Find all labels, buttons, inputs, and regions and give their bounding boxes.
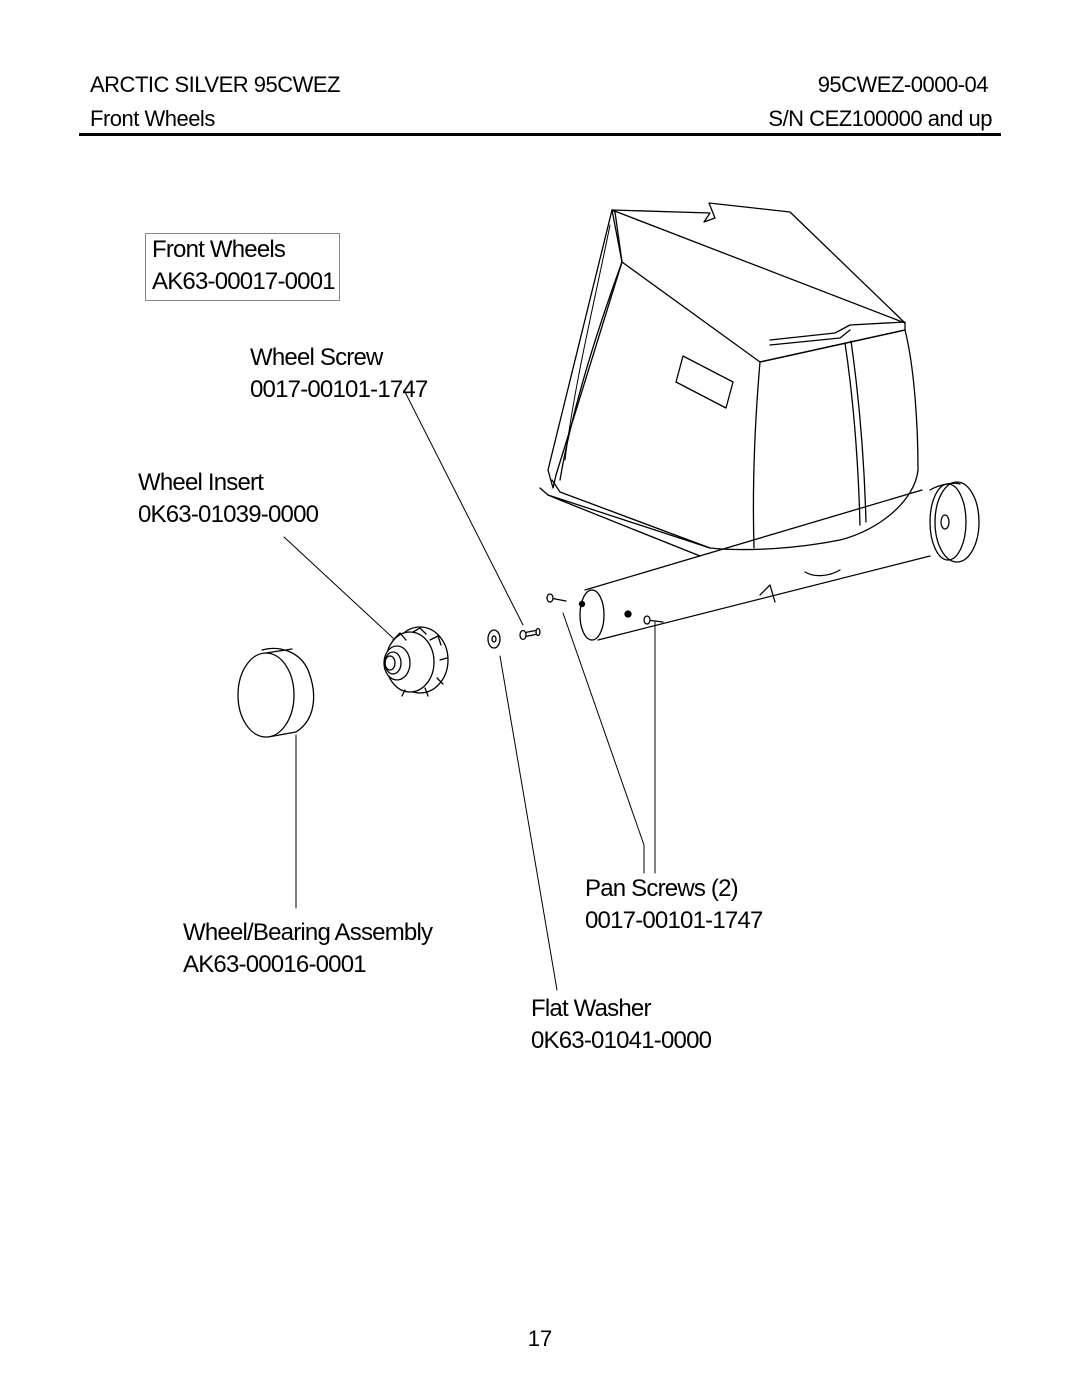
wheel-insert-name: Wheel Insert (138, 469, 264, 496)
section-title: Front Wheels (90, 106, 215, 131)
wheel-screw (519, 627, 541, 641)
wheel-bearing-assembly (237, 647, 315, 738)
wheel-bearing-callout: Wheel/Bearing Assembly AK63-00016-0001 (183, 917, 433, 981)
header-rule (79, 133, 1001, 136)
axle-tube (578, 489, 931, 641)
shroud-housing (539, 202, 919, 557)
leader-flat-washer (499, 655, 558, 991)
leader-wheel-screw (403, 389, 524, 626)
pan-screws-part: 0017-00101-1747 (585, 907, 763, 934)
flat-washer-name: Flat Washer (531, 995, 651, 1022)
page-number: 17 (527, 1326, 553, 1351)
wheel-bearing-part: AK63-00016-0001 (183, 951, 367, 978)
flat-washer (487, 629, 501, 649)
pan-screws (546, 593, 664, 625)
serial-range: S/N CEZ100000 and up (768, 106, 992, 131)
leader-wheel-insert (283, 536, 394, 639)
rear-wheel-cap (929, 481, 980, 563)
wheel-bearing-name: Wheel/Bearing Assembly (183, 919, 433, 946)
wheel-insert-part: 0K63-01039-0000 (138, 501, 319, 528)
wheel-screw-callout: Wheel Screw 0017-00101-1747 (250, 342, 428, 406)
wheel-screw-part: 0017-00101-1747 (250, 376, 428, 403)
front-wheels-part: AK63-00017-0001 (152, 268, 336, 295)
pan-screws-callout: Pan Screws (2) 0017-00101-1747 (585, 873, 763, 937)
flat-washer-part: 0K63-01041-0000 (531, 1027, 712, 1054)
model-title: ARCTIC SILVER 95CWEZ (90, 72, 340, 97)
flat-washer-callout: Flat Washer 0K63-01041-0000 (531, 993, 712, 1057)
wheel-screw-name: Wheel Screw (250, 344, 383, 371)
leader-pan-screw-1 (562, 612, 645, 874)
leader-lines (283, 389, 656, 991)
pan-screws-name: Pan Screws (2) (585, 875, 739, 902)
wheel-insert (383, 626, 449, 697)
front-wheels-name: Front Wheels (152, 236, 286, 263)
wheel-insert-callout: Wheel Insert 0K63-01039-0000 (138, 467, 319, 531)
document-number: 95CWEZ-0000-04 (817, 72, 989, 97)
front-wheels-callout: Front Wheels AK63-00017-0001 (145, 233, 340, 301)
